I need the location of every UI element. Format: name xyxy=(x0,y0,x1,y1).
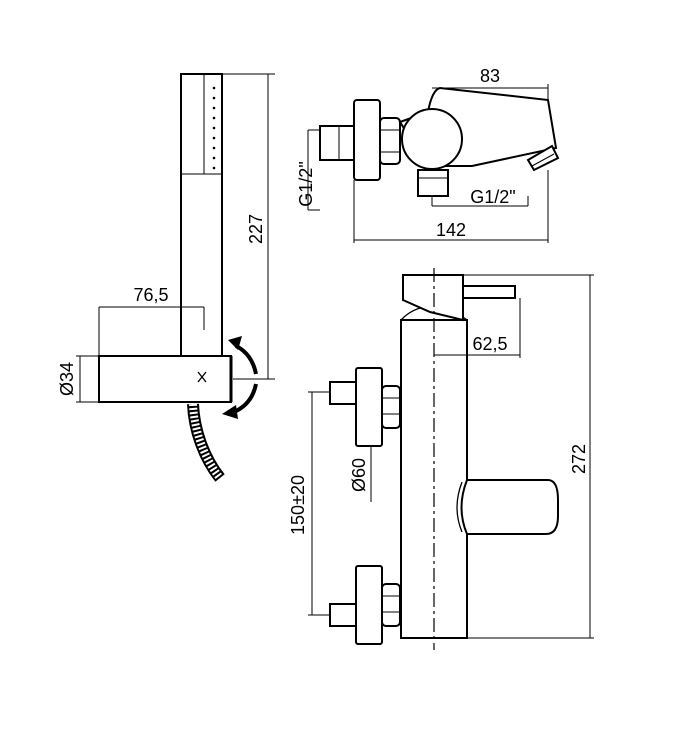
mixer-front-view: 62,5 272 Ø60 150±20 xyxy=(288,268,594,650)
spray-nozzles xyxy=(212,86,216,170)
dim-inlet-spacing: 150±20 xyxy=(288,475,308,535)
dim-handle-offset: 62,5 xyxy=(472,334,507,354)
dim-holder-projection: 76,5 xyxy=(133,285,168,305)
dim-hand-shower-height: 227 xyxy=(246,214,266,244)
dim-spout-length: 83 xyxy=(480,66,500,86)
wall-holder xyxy=(98,355,232,403)
shower-hose xyxy=(187,403,225,482)
dim-escutcheon-diameter: Ø60 xyxy=(349,458,369,492)
dim-total-height: 272 xyxy=(569,444,589,474)
mixer-top-view: 83 G1/2" G1/2" 142 xyxy=(296,66,560,243)
dim-outlet-thread: G1/2" xyxy=(470,187,515,207)
dim-body-width: 142 xyxy=(436,220,466,240)
hand-shower-view: 227 76,5 Ø34 xyxy=(57,73,275,482)
rotation-arrow-up xyxy=(235,344,258,375)
dim-inlet-thread: G1/2" xyxy=(296,161,316,206)
rotation-arrow-down xyxy=(233,383,258,414)
hand-shower xyxy=(180,73,223,357)
dim-holder-diameter: Ø34 xyxy=(57,362,77,396)
